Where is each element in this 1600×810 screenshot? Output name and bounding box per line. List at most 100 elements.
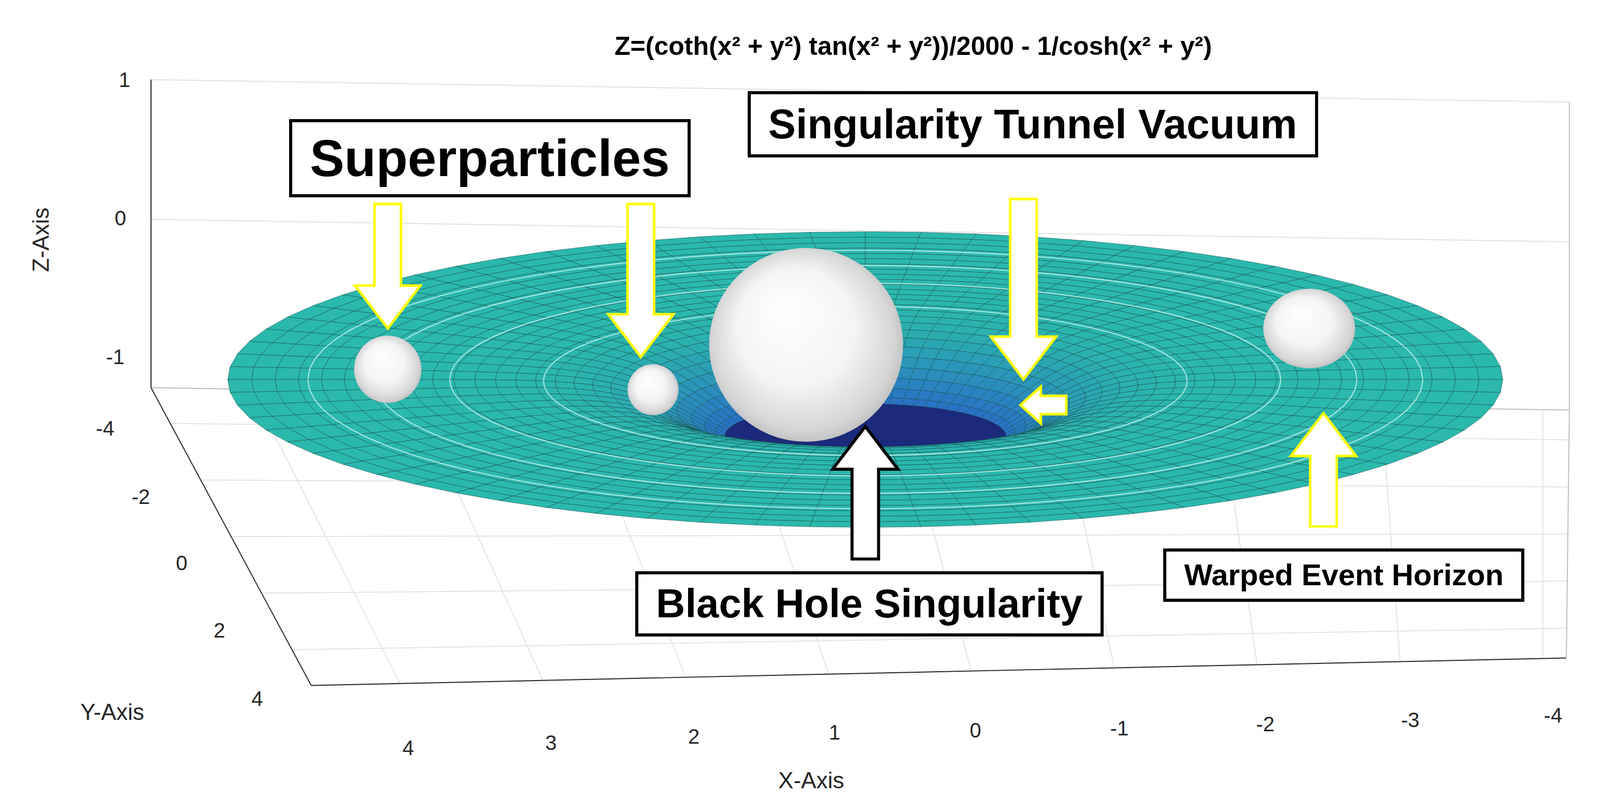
superparticle-sphere	[627, 364, 679, 416]
surface-cell	[1476, 379, 1503, 393]
surface-cell	[1275, 370, 1298, 380]
surface-cell	[230, 392, 261, 406]
tick-label: 1	[118, 68, 131, 92]
surface-cell	[1254, 371, 1277, 380]
axis-line	[1566, 410, 1570, 659]
surface-cell	[1476, 366, 1503, 380]
superparticle-sphere	[353, 335, 422, 404]
surface-cell	[298, 368, 324, 380]
surface-cell	[237, 404, 273, 418]
superparticle-sphere	[1263, 288, 1355, 369]
tick-label: -2	[1255, 712, 1275, 736]
surface-cell	[1318, 369, 1342, 380]
surface-cell	[918, 519, 976, 527]
surface-cell	[227, 366, 254, 380]
axis-line	[150, 79, 152, 389]
surface-cell	[1193, 380, 1216, 388]
axis-line	[150, 388, 311, 687]
surface-cell	[1275, 379, 1298, 389]
surface-cell	[249, 416, 289, 431]
axis-line	[150, 79, 152, 389]
surface-cell	[275, 379, 301, 392]
tick-label: -4	[1544, 704, 1563, 727]
surface-cell	[1296, 379, 1320, 390]
axis-box	[150, 79, 1569, 687]
tick-label: -2	[131, 485, 151, 509]
axis-grid	[170, 389, 1570, 684]
surface-cell	[1213, 372, 1236, 381]
surface-cell	[495, 372, 518, 381]
surface-cell	[535, 380, 557, 389]
callout-text: Superparticles	[309, 128, 670, 189]
surface-cell	[1318, 379, 1342, 390]
surface-cell	[1339, 379, 1364, 390]
surface-cell	[1407, 379, 1433, 392]
callout-arrows	[354, 198, 1356, 560]
surface-cell	[321, 379, 347, 391]
surface-cell	[1296, 370, 1320, 380]
callout-box: Singularity Tunnel Vacuum	[747, 91, 1319, 158]
surface-cell	[813, 243, 866, 249]
callout-text: Singularity Tunnel Vacuum	[768, 100, 1298, 149]
surface-cell	[1193, 373, 1216, 381]
axis-line	[311, 658, 1567, 686]
surface-cell	[1430, 379, 1456, 392]
surface-cell	[474, 379, 497, 388]
tick-label: -1	[1110, 717, 1130, 740]
surface-cell	[496, 365, 522, 374]
callout-box: Black Hole Singularity	[635, 571, 1104, 637]
tick-label: -1	[106, 345, 125, 369]
surface-cell	[1362, 368, 1387, 380]
surface-cell	[1174, 380, 1196, 389]
surface-cell	[865, 258, 911, 265]
surface-cell	[535, 374, 557, 382]
callout-text: Black Hole Singularity	[655, 580, 1083, 628]
callout-box: Warped Event Horizon	[1163, 548, 1525, 603]
surface-cell	[1174, 374, 1196, 382]
surface-cell	[515, 373, 537, 381]
block-arrow	[354, 204, 421, 329]
callout-text: Warped Event Horizon	[1183, 558, 1504, 593]
axis-label: X-Axis	[778, 767, 845, 793]
surface-cell	[865, 231, 921, 238]
tick-label: 0	[114, 206, 126, 230]
surface-cell	[1075, 508, 1135, 519]
surface-cell	[754, 519, 812, 527]
surface-cell	[495, 379, 518, 388]
surface-cell	[972, 517, 1031, 526]
surface-cell	[1407, 368, 1433, 380]
surface-cell	[1209, 365, 1235, 374]
tick-label: -3	[1401, 708, 1420, 732]
surface-cell	[1024, 513, 1084, 523]
tick-label: 0	[175, 551, 188, 575]
surface-cell	[517, 366, 541, 375]
surface-cell	[474, 372, 497, 381]
block-arrow	[608, 204, 674, 357]
surface-cell	[1233, 379, 1256, 388]
surface-cell	[1421, 428, 1465, 443]
surface-cell	[499, 496, 559, 508]
surface-cell	[321, 368, 347, 380]
surface-cell	[865, 243, 917, 249]
grid-line	[231, 534, 1568, 537]
surface-cell	[1339, 369, 1364, 380]
block-arrow	[990, 198, 1056, 380]
surface-cell	[1430, 367, 1456, 380]
axis-label: Z-Axis	[28, 207, 54, 273]
surface-cell	[595, 508, 656, 519]
surface-cell	[1190, 366, 1214, 375]
surface-cell	[432, 370, 456, 380]
axis-label: Y-Axis	[80, 699, 145, 725]
surface-cell	[865, 264, 909, 270]
surface-cell	[227, 379, 254, 393]
surface-cell	[1384, 379, 1410, 391]
block-arrow	[1290, 413, 1356, 527]
surface-cell	[1124, 503, 1185, 514]
surface-cell	[453, 379, 477, 389]
surface-cell	[266, 428, 310, 443]
surface-cell	[809, 231, 866, 238]
surface-cell	[1458, 404, 1494, 418]
surface-cell	[1441, 416, 1481, 431]
surface-cell	[275, 367, 301, 380]
tick-label: 4	[402, 736, 414, 760]
